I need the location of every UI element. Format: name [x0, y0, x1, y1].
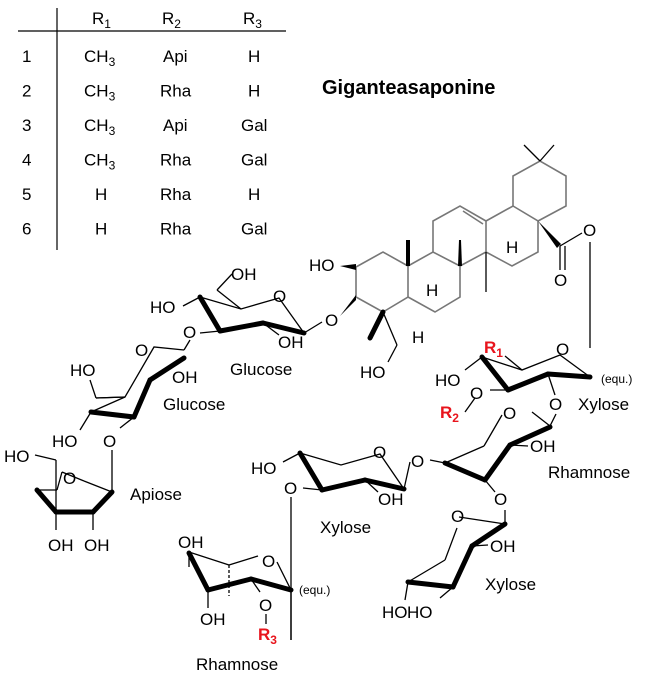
table-cell-r3: H [248, 82, 260, 101]
label-glucose-1: Glucose [230, 360, 292, 379]
label-rhamnose-mid: Rhamnose [548, 463, 630, 482]
header-r2: R2 [162, 9, 181, 31]
glycosidic-o-label: O [103, 432, 116, 451]
glucose-ring-2: O OH HO HO O Glucose [52, 339, 225, 451]
label-rhamnose-bottom: Rhamnose [196, 655, 278, 674]
header-r1: R1 [92, 9, 111, 31]
table-cell-r1: H [95, 220, 107, 239]
ho-label: HO [251, 459, 277, 478]
table-cell-r1: H [95, 185, 107, 204]
oh-label: OH [231, 265, 257, 284]
header-r3: R3 [243, 9, 262, 31]
table-cell-r1: CH3 [84, 116, 116, 138]
table-cell-r3: Gal [241, 116, 267, 135]
oh-label: OH [172, 368, 198, 387]
glycosidic-o-label: O [494, 490, 507, 509]
label-xylose-bottom: Xylose [485, 575, 536, 594]
table-cell-id: 1 [22, 47, 31, 66]
table-cell-id: 5 [22, 185, 31, 204]
h-label-c5: H [412, 328, 424, 347]
label-xylose-top: Xylose [578, 395, 629, 414]
table-cell-r3: Gal [241, 151, 267, 170]
apiose-ring: HO O OH OH Apiose [4, 447, 182, 555]
table-cell-r2: Rha [160, 151, 192, 170]
oh-label: OH [178, 533, 204, 552]
substituent-r1: R1 [484, 338, 503, 360]
table-cell-r2: Rha [160, 185, 192, 204]
oh-label: OH [48, 536, 74, 555]
label-glucose-2: Glucose [163, 395, 225, 414]
table-cell-r3: H [248, 47, 260, 66]
ho-label-c23: HO [360, 363, 386, 382]
glycosidic-o-label: O [411, 452, 424, 471]
ho-label: HO [4, 447, 30, 466]
glucose-ring-1: OH O HO OH O Glucose [150, 265, 323, 379]
table-cell-id: 2 [22, 82, 31, 101]
ho-label: HO [52, 432, 78, 451]
ho-label: HO [150, 298, 176, 317]
table-cell-r2: Api [163, 47, 188, 66]
table-cell-r1: CH3 [84, 151, 116, 173]
h-label-c9: H [426, 281, 438, 300]
oh-label: OH [490, 537, 516, 556]
oh-label: OH [200, 610, 226, 629]
table-cell-r3: Gal [241, 220, 267, 239]
oh-label: OH [278, 333, 304, 352]
substituent-r2: R2 [440, 403, 459, 425]
xylose-ring-mid: O HO O OH Xylose [251, 443, 411, 640]
compound-title: Giganteasaponine [322, 77, 495, 99]
table-cell-id: 6 [22, 220, 31, 239]
glycosidic-o-label: O [549, 395, 562, 414]
o-label: O [470, 384, 483, 403]
xylose-ring-top: O R1 HO O R2 (equ.) O Xylose [435, 338, 632, 425]
carbonyl-o-label: O [554, 271, 567, 290]
h-label-c18: H [506, 238, 518, 257]
oh-label: OH [84, 536, 110, 555]
xylose-ring-bottom: O OH Xylose HO HO [382, 507, 536, 622]
table-cell-r1: CH3 [84, 47, 116, 69]
ho-label: HO [70, 361, 96, 380]
glycosidic-o-label: O [183, 323, 196, 342]
table-cell-r2: Api [163, 116, 188, 135]
equ-label-top: (equ.) [601, 372, 632, 386]
ring-o-label: O [451, 507, 464, 526]
ring-o-label: O [273, 287, 286, 306]
ester-o-label: O [583, 221, 596, 240]
substituent-r3: R3 [258, 625, 277, 647]
o-label-c3: O [325, 311, 338, 330]
rhamnose-ring-mid: O OH Rhamnose O O [411, 404, 630, 509]
table-cell-r2: Rha [160, 82, 192, 101]
table-cell-id: 4 [22, 151, 31, 170]
o-label: O [259, 596, 272, 615]
ring-o-label: O [373, 443, 386, 462]
ho-label: HO [382, 603, 408, 622]
ring-o-label: O [135, 341, 148, 360]
ring-o-label: O [262, 552, 275, 571]
aglycone-triterpene: H H H HO O HO O O [309, 144, 596, 382]
ring-o-label: O [63, 469, 76, 488]
table-cell-r1: CH3 [84, 82, 116, 104]
label-apiose: Apiose [130, 485, 182, 504]
rhamnose-ring-bottom: OH O (equ.) OH O R3 Rhamnose [178, 533, 330, 674]
table-cell-r3: H [248, 185, 260, 204]
oh-label: OH [378, 490, 404, 509]
ho-label: HO [435, 371, 461, 390]
ho-label: HO [407, 603, 433, 622]
equ-label-bottom: (equ.) [299, 583, 330, 597]
table-cell-r2: Rha [160, 220, 192, 239]
ring-o-label: O [556, 340, 569, 359]
label-xylose-mid: Xylose [320, 518, 371, 537]
ho-label-c2: HO [309, 256, 335, 275]
glycosidic-o-label: O [284, 479, 297, 498]
table-cell-id: 3 [22, 116, 31, 135]
ring-o-label: O [503, 404, 516, 423]
oh-label: OH [530, 437, 556, 456]
